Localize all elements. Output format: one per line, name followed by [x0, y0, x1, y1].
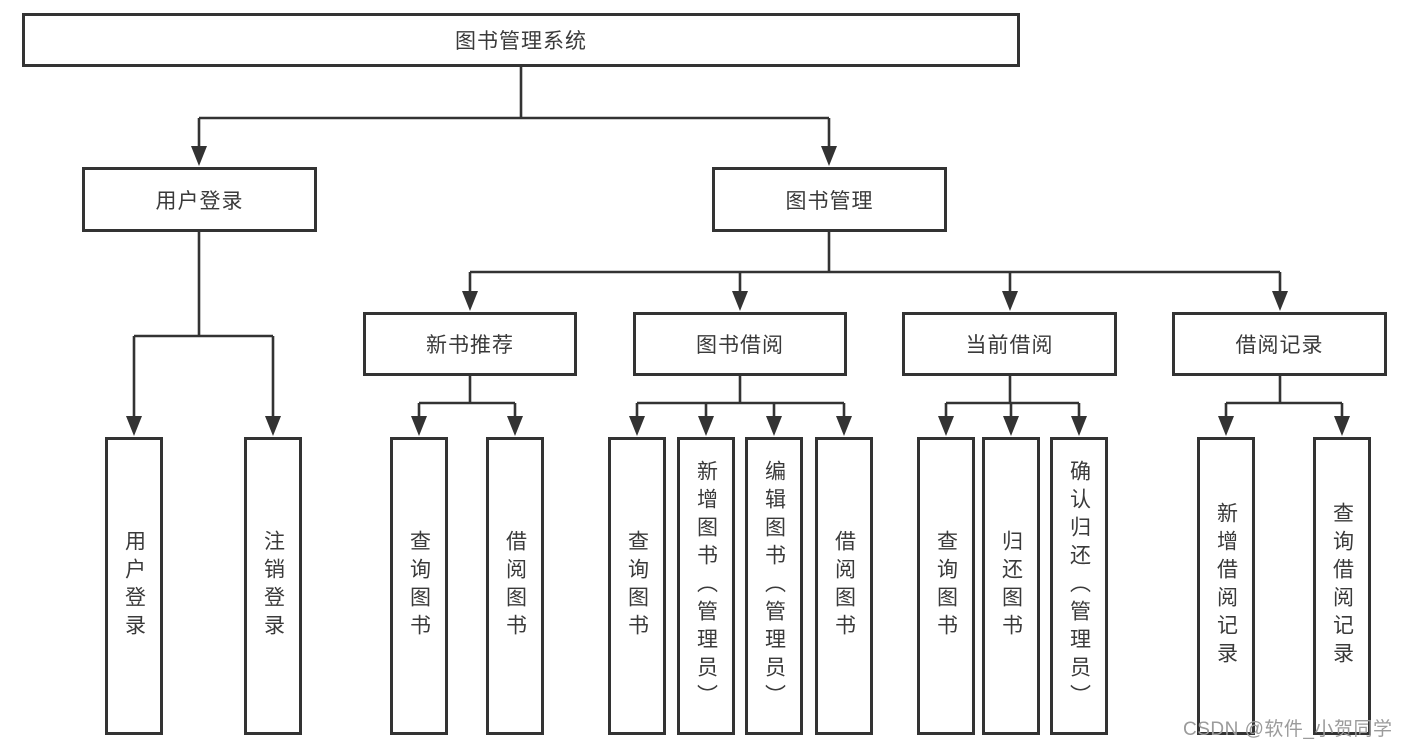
leaf-query-books-recommend-label: 查询图书: [407, 530, 431, 642]
leaf-logout-label: 注销登录: [261, 530, 285, 642]
node-book-management: 图书管理: [712, 167, 947, 232]
leaf-add-borrow-record: 新增借阅记录: [1197, 437, 1255, 735]
leaf-borrow-books-recommend-label: 借阅图书: [503, 530, 527, 642]
leaf-return-book: 归还图书: [982, 437, 1040, 735]
leaf-user-login: 用户登录: [105, 437, 163, 735]
leaf-borrow-books-borrowing: 借阅图书: [815, 437, 873, 735]
leaf-edit-book-admin-label: 编辑图书（管理员）: [762, 460, 786, 712]
leaf-confirm-return-admin: 确认归还（管理员）: [1050, 437, 1108, 735]
node-current-borrowing: 当前借阅: [902, 312, 1117, 376]
leaf-query-books-borrowing: 查询图书: [608, 437, 666, 735]
leaf-edit-book-admin: 编辑图书（管理员）: [745, 437, 803, 735]
node-current-borrowing-label: 当前借阅: [965, 334, 1054, 357]
leaf-query-books-current: 查询图书: [917, 437, 975, 735]
leaf-borrow-books-recommend: 借阅图书: [486, 437, 544, 735]
node-user-login: 用户登录: [82, 167, 317, 232]
node-new-book-recommend: 新书推荐: [363, 312, 577, 376]
node-book-borrowing-label: 图书借阅: [696, 334, 784, 357]
leaf-query-books-recommend: 查询图书: [390, 437, 448, 735]
csdn-watermark: CSDN @软件_小贺同学: [1183, 719, 1393, 740]
leaf-query-books-borrowing-label: 查询图书: [625, 530, 649, 642]
leaf-user-login-label: 用户登录: [122, 530, 146, 642]
node-new-book-recommend-label: 新书推荐: [426, 334, 514, 357]
arrowheads: [126, 146, 1350, 436]
node-borrow-records-label: 借阅记录: [1235, 334, 1324, 357]
node-book-borrowing: 图书借阅: [633, 312, 847, 376]
leaf-return-book-label: 归还图书: [999, 530, 1023, 642]
leaf-add-book-admin: 新增图书（管理员）: [677, 437, 735, 735]
leaf-query-borrow-record: 查询借阅记录: [1313, 437, 1371, 735]
leaf-add-borrow-record-label: 新增借阅记录: [1214, 502, 1238, 670]
node-book-management-label: 图书管理: [785, 189, 874, 213]
node-borrow-records: 借阅记录: [1172, 312, 1387, 376]
leaf-query-borrow-record-label: 查询借阅记录: [1330, 502, 1354, 670]
leaf-confirm-return-admin-label: 确认归还（管理员）: [1067, 460, 1091, 712]
leaf-logout: 注销登录: [244, 437, 302, 735]
node-root-label: 图书管理系统: [455, 30, 587, 53]
leaf-borrow-books-borrowing-label: 借阅图书: [832, 530, 856, 642]
leaf-query-books-current-label: 查询图书: [934, 530, 958, 642]
node-user-login-label: 用户登录: [155, 189, 244, 213]
node-root: 图书管理系统: [22, 13, 1020, 67]
leaf-add-book-admin-label: 新增图书（管理员）: [694, 460, 718, 712]
